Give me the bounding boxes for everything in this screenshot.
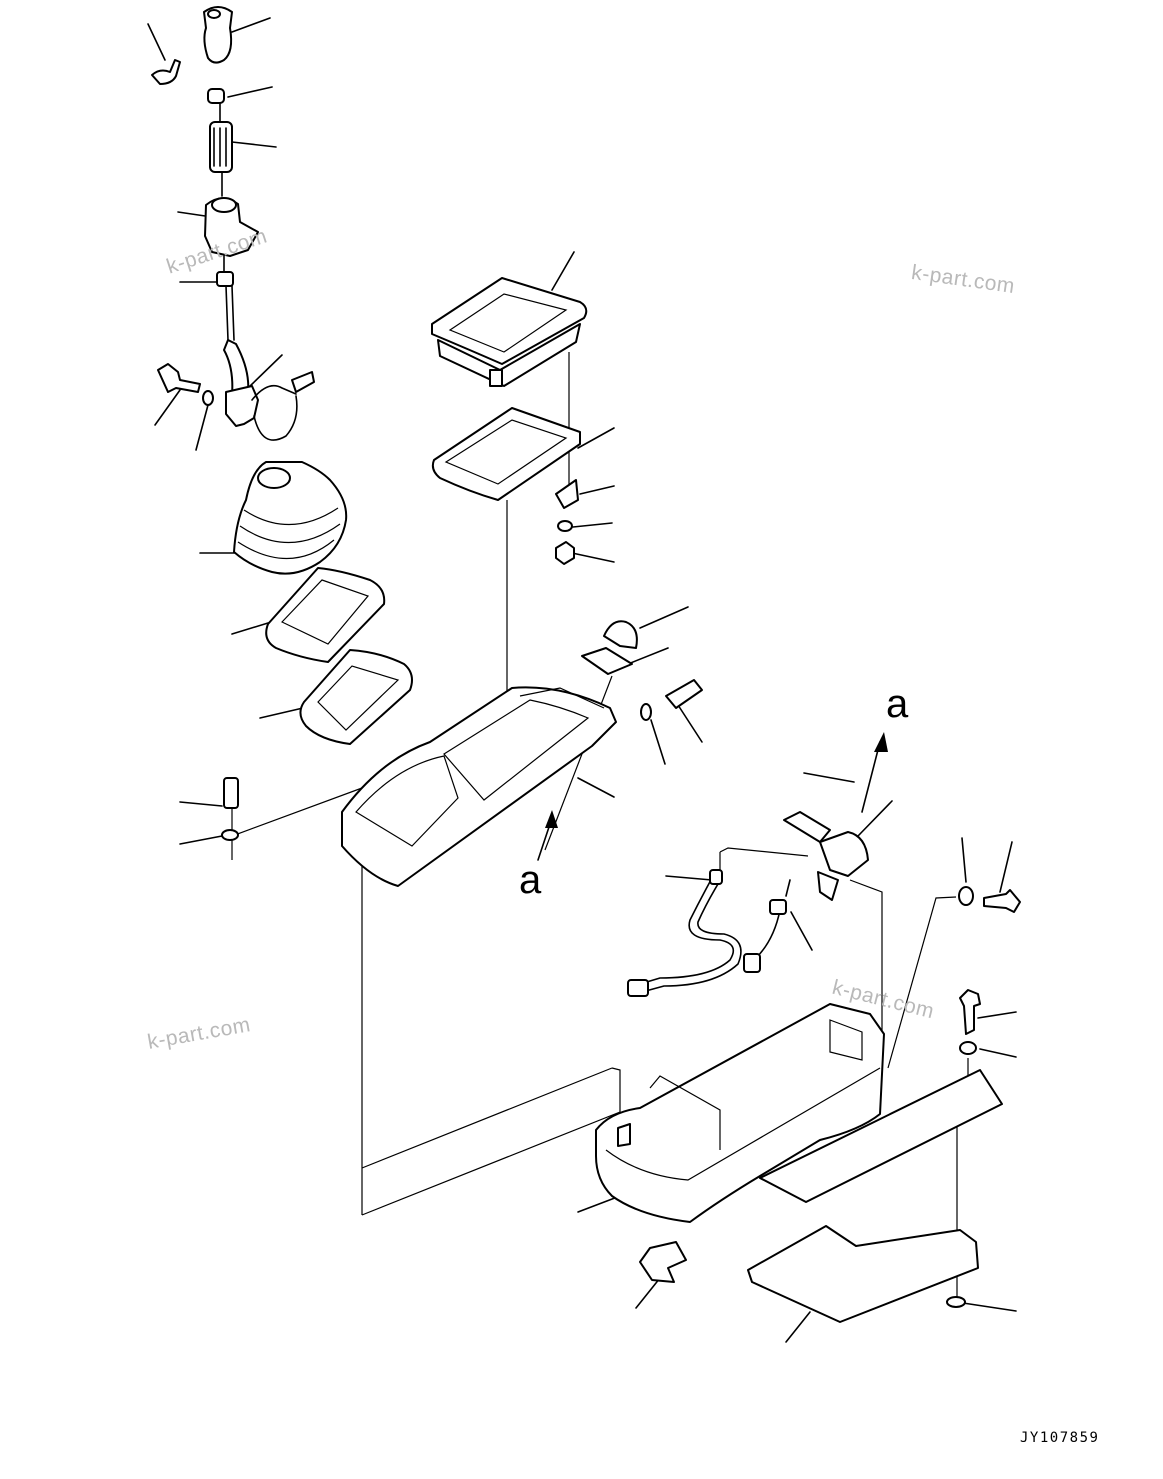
- monitor-unit: [431, 277, 588, 565]
- assembly-lines: [231, 352, 969, 1300]
- lever-boot-and-frames: [233, 461, 413, 745]
- drawing-code: JY107859: [1020, 1430, 1100, 1446]
- lower-console: [595, 1003, 1003, 1323]
- view-callout-label: a: [886, 682, 909, 726]
- harness-and-switch: [627, 811, 1021, 1055]
- shift-lever-assembly: [151, 6, 315, 441]
- leader-lines: [147, 17, 1017, 1343]
- view-callout-label: a: [519, 858, 542, 902]
- upper-console: [221, 620, 703, 887]
- view-arrows: [537, 732, 888, 861]
